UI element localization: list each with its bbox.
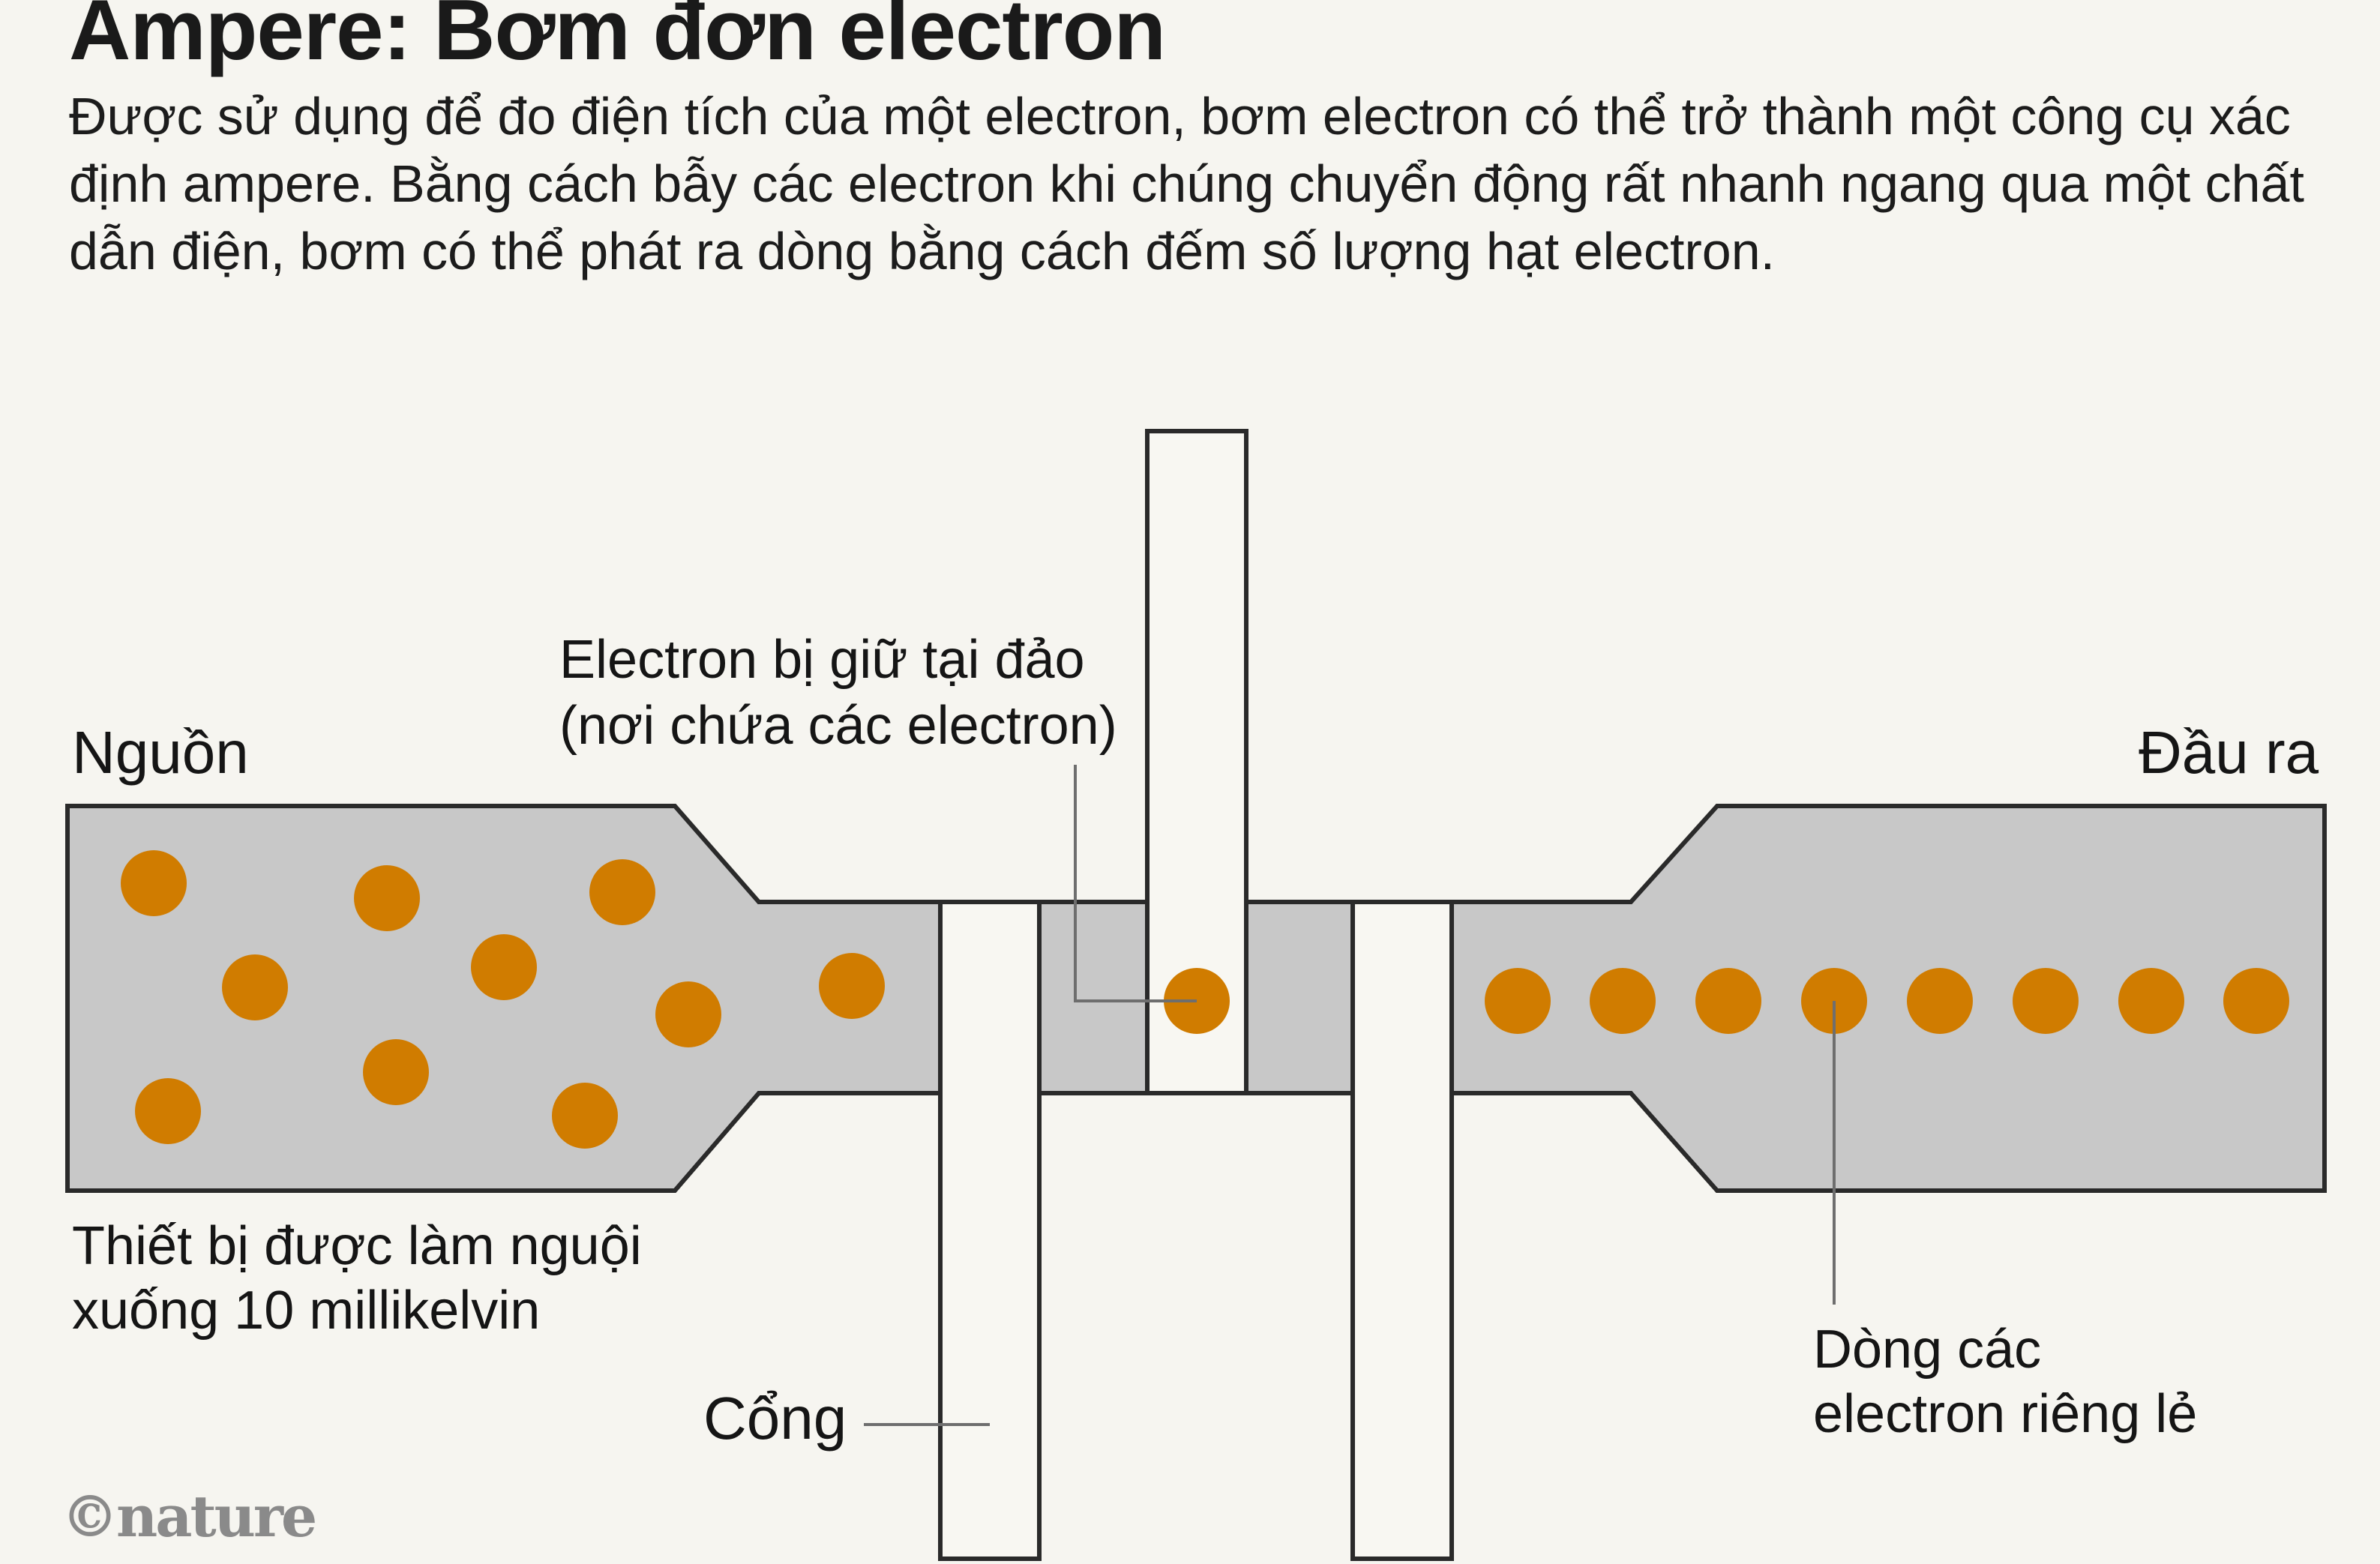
stream-label-line1: Dòng các bbox=[1813, 1320, 2042, 1380]
island-label-line2: (nơi chứa các electron) bbox=[559, 696, 1117, 756]
electron bbox=[552, 1083, 618, 1149]
island-leader-line bbox=[1074, 765, 1197, 1002]
electron bbox=[1590, 968, 1656, 1034]
electron bbox=[655, 981, 721, 1047]
electron bbox=[2118, 968, 2184, 1034]
diagram-title: Ampere: Bơm đơn electron bbox=[69, 0, 1166, 78]
left-gate bbox=[938, 900, 1042, 1561]
electron bbox=[471, 934, 537, 1000]
electron bbox=[1695, 968, 1761, 1034]
cooled-label-line1: Thiết bị được làm nguội bbox=[72, 1216, 642, 1276]
output-electron-stream bbox=[1485, 968, 2289, 1034]
island-label-line1: Electron bị giữ tại đảo bbox=[559, 630, 1085, 690]
electron bbox=[1485, 968, 1551, 1034]
nature-logo: ©nature bbox=[61, 1483, 317, 1550]
electron bbox=[121, 850, 187, 916]
electron bbox=[2223, 968, 2289, 1034]
stream-label-line2: electron riêng lẻ bbox=[1813, 1384, 2198, 1444]
cooled-label-line2: xuống 10 millikelvin bbox=[72, 1281, 541, 1341]
electron bbox=[354, 865, 420, 931]
electron bbox=[363, 1039, 429, 1105]
electron bbox=[1907, 968, 1973, 1034]
output-label: Đầu ra bbox=[2139, 719, 2319, 786]
gate-label: Cổng bbox=[703, 1385, 847, 1452]
electron bbox=[135, 1078, 201, 1144]
electron bbox=[222, 954, 288, 1020]
source-electrons bbox=[121, 850, 885, 1149]
electron bbox=[589, 859, 655, 925]
electron bbox=[2013, 968, 2079, 1034]
right-gate bbox=[1350, 900, 1454, 1561]
source-label: Nguồn bbox=[72, 719, 249, 786]
electron bbox=[819, 953, 885, 1019]
diagram-description: Được sử dụng để đo điện tích của một ele… bbox=[69, 87, 2304, 280]
